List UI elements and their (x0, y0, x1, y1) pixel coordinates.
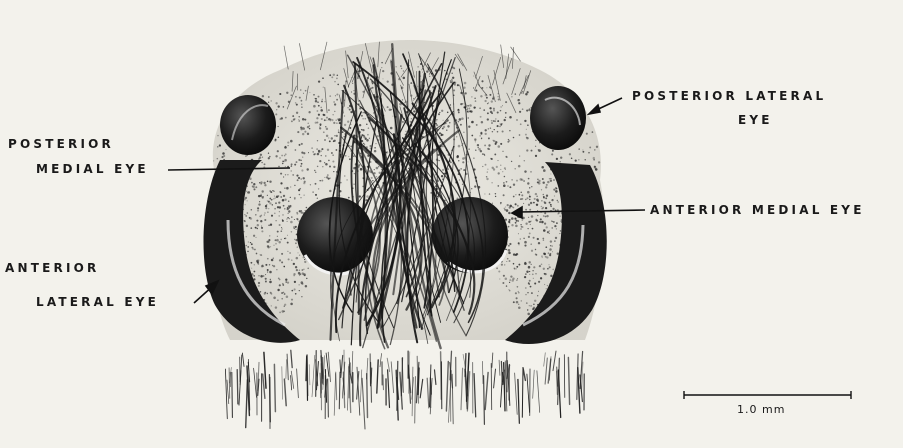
bottom-hair-fringe (225, 350, 584, 429)
label-anterior-lateral-eye-line2: LATERAL EYE (36, 295, 159, 309)
label-posterior-medial-eye-line1: POSTERIOR (8, 137, 114, 151)
label-posterior-medial-eye-line2: MEDIAL EYE (36, 162, 149, 176)
label-posterior-lateral-eye-line2: EYE (738, 113, 773, 127)
label-posterior-lateral-eye-line1: POSTERIOR LATERAL (632, 89, 826, 103)
posterior-lateral-eye-right (530, 86, 586, 150)
scale-bar-label: 1.0 mm (737, 403, 785, 416)
label-anterior-medial-eye: ANTERIOR MEDIAL EYE (650, 203, 865, 217)
posterior-lateral-eye-left (220, 95, 276, 155)
scale-bar (684, 391, 851, 399)
label-anterior-lateral-eye-line1: ANTERIOR (5, 261, 99, 275)
